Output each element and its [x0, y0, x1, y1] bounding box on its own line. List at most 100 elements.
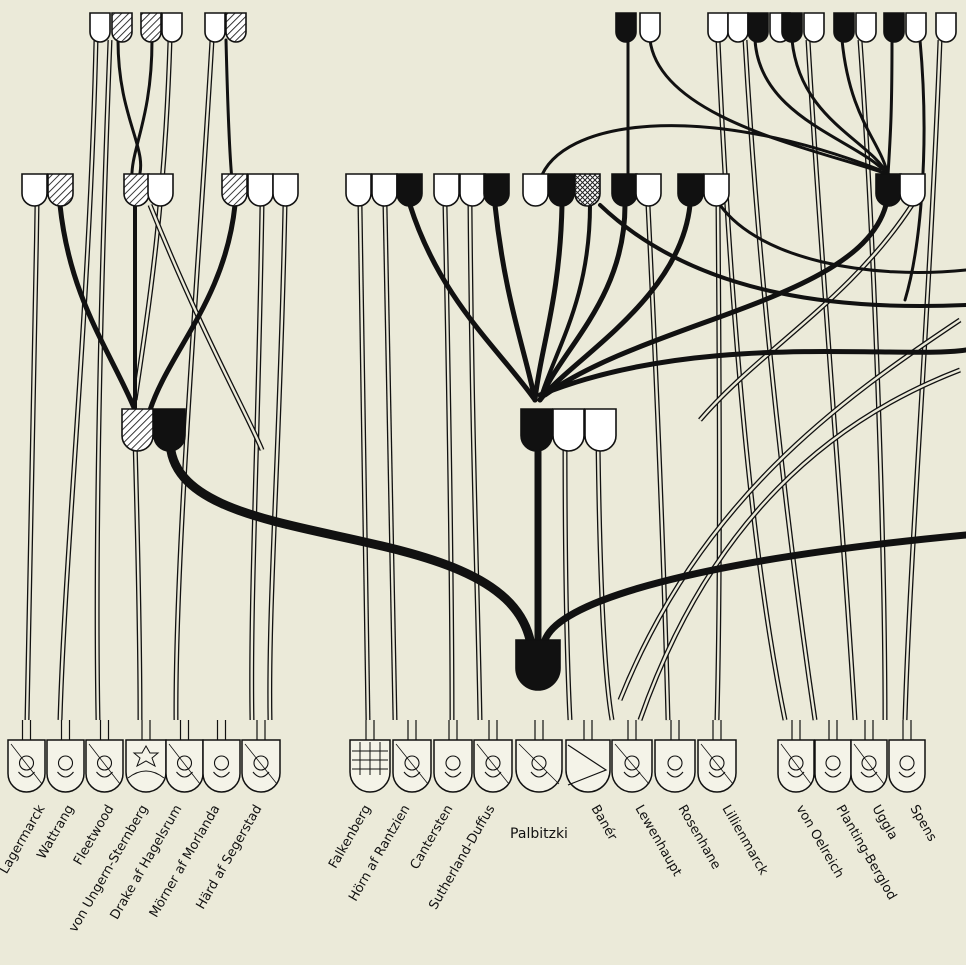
arms-shield: [7, 739, 46, 793]
arms-charge: [395, 743, 429, 785]
arms-charge: [404, 755, 420, 771]
thin-lineage-line-core: [133, 439, 142, 721]
ancestor-shield-second: [899, 173, 926, 207]
ancestor-shield-top: [225, 12, 247, 43]
ancestor-shield-third: [520, 408, 553, 452]
arms-charge: [132, 744, 160, 768]
ancestor-shield-top: [707, 12, 729, 43]
ancestor-shield-second: [483, 173, 510, 207]
ancestor-shield-second: [123, 173, 150, 207]
coat-of-arms-row: [7, 720, 926, 793]
ancestor-shield-second: [396, 173, 423, 207]
arms-charge: [666, 771, 684, 778]
thin-lineage-line-core: [743, 39, 817, 721]
thick-lineage-line: [537, 202, 628, 403]
ancestor-shield-second: [459, 173, 486, 207]
thin-lineage-line-core: [646, 204, 670, 721]
thick-lineage-line: [147, 202, 238, 413]
thick-lineage-line: [538, 124, 882, 182]
thin-lineage-line-core: [806, 39, 857, 721]
ancestor-shield-top: [935, 12, 957, 43]
thin-lineage-line-core: [596, 439, 614, 721]
arms-charge: [861, 755, 877, 771]
thick-lineage-line: [598, 203, 966, 309]
arms-charge: [624, 755, 640, 771]
ancestor-shield-second: [635, 173, 662, 207]
coat-of-arms-icon: [125, 720, 167, 793]
thin-lineage-line-core: [148, 204, 264, 451]
ancestor-shield-top: [161, 12, 183, 43]
coat-of-arms-icon: [85, 720, 124, 793]
arms-charge: [700, 743, 734, 785]
arms-charge: [252, 771, 270, 778]
arms-shield: [473, 739, 513, 793]
arms-charge: [18, 771, 35, 778]
arms-shield: [392, 739, 432, 793]
arms-charge: [623, 771, 641, 778]
arms-charge: [853, 743, 885, 785]
thin-lineage-line-core: [358, 204, 370, 721]
coat-of-arms-icon: [241, 720, 281, 793]
arms-charge: [667, 755, 683, 771]
ancestor-shields: [21, 12, 957, 691]
ancestor-shield-second: [345, 173, 372, 207]
arms-charge: [88, 743, 121, 785]
arms-charge: [57, 771, 74, 778]
thick-lineage-line: [492, 202, 538, 403]
thin-lineage-line-core: [133, 39, 172, 401]
arms-charge: [476, 743, 510, 785]
root-shield: [515, 639, 561, 691]
thin-lineage-line-core: [174, 39, 214, 721]
arms-charge: [96, 771, 113, 778]
thick-lineage-line: [224, 38, 234, 182]
arms-charge: [788, 755, 804, 771]
arms-shield: [697, 739, 737, 793]
arms-shield: [888, 739, 926, 793]
coat-of-arms-icon: [392, 720, 432, 793]
thin-lineage-line-core: [268, 204, 287, 721]
arms-charge: [531, 755, 547, 771]
thin-lineage-line-core: [383, 204, 397, 721]
ancestor-shield-second: [371, 173, 398, 207]
arms-shield: [777, 739, 815, 793]
arms-charge: [518, 743, 560, 785]
thin-lineage-line-core: [95, 39, 112, 721]
coat-of-arms-icon: [654, 720, 696, 793]
ancestor-shield-top: [803, 12, 825, 43]
thin-lineage-line-core: [858, 39, 887, 721]
arms-charge: [253, 755, 269, 771]
arms-charge: [485, 755, 501, 771]
arms-charge: [403, 771, 421, 778]
thin-lineage-line-core: [903, 39, 942, 721]
ancestor-shield-top: [89, 12, 111, 43]
arms-charge: [127, 770, 165, 779]
thick-lineage-line: [790, 38, 890, 177]
thin-lineage-line-core: [716, 39, 787, 721]
arms-shield: [850, 739, 888, 793]
thick-lineage-lines: [57, 38, 966, 645]
thin-lineage-line-core: [443, 204, 454, 721]
ancestor-shield-second: [272, 173, 299, 207]
ancestor-shield-second: [247, 173, 274, 207]
thin-lineage-lines: [24, 39, 962, 721]
thick-lineage-line: [648, 38, 892, 177]
ancestor-shield-third: [121, 408, 154, 452]
arms-shield: [241, 739, 281, 793]
arms-charge: [18, 755, 35, 771]
coat-of-arms-icon: [515, 720, 563, 793]
arms-shield: [202, 739, 241, 793]
arms-charge: [444, 771, 462, 778]
ancestor-shield-second: [703, 173, 730, 207]
coat-of-arms-icon: [349, 720, 391, 793]
ancestor-shield-top: [747, 12, 769, 43]
thick-lineage-line: [407, 202, 538, 403]
thick-lineage-line: [753, 38, 890, 177]
thick-lineage-line: [116, 38, 143, 182]
arms-shield: [611, 739, 653, 793]
ancestor-shield-top: [781, 12, 803, 43]
ancestor-shield-top: [639, 12, 661, 43]
coat-of-arms-icon: [433, 720, 473, 793]
thick-lineage-line: [542, 202, 889, 398]
arms-charge: [96, 755, 113, 771]
